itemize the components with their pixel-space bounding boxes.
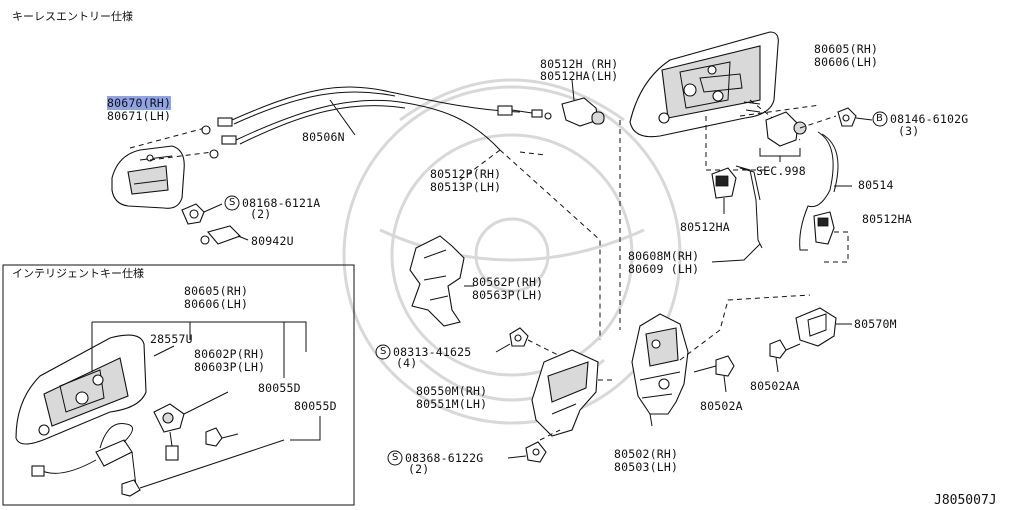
inner-door-handle[interactable] [111,145,185,209]
label-08313[interactable]: 08313-41625 [393,345,472,359]
clip-80512h[interactable] [561,97,605,127]
label-80513p-lh[interactable]: 80513P(LH) [430,180,502,194]
s-mark-08368: S [392,452,399,463]
label-inset-28557u[interactable]: 28557U [150,332,193,346]
label-80563p-lh[interactable]: 80563P(LH) [472,288,544,302]
cable-end-clips [201,117,237,159]
inset-frame [2,264,355,506]
inset-title: インテリジェントキー仕様 [12,267,144,280]
inset-outer-handle[interactable] [15,334,147,445]
label-80609-lh[interactable]: 80609 (LH) [628,262,700,276]
b-symbol-08146 [872,111,888,127]
label-80670-rh-text: 80670(RH) [107,96,172,110]
label-80670-rh[interactable]: 80670(RH) [107,96,172,110]
label-inset-80606-lh[interactable]: 80606(LH) [184,297,249,311]
label-80502-rh[interactable]: 80502(RH) [614,447,679,461]
label-80502aa[interactable]: 80502AA [750,379,800,393]
label-inset-80602p-rh[interactable]: 80602P(RH) [194,347,266,361]
screw-80502a[interactable] [693,355,735,377]
clip-80512ha-right[interactable] [813,211,835,245]
diagram-id: J805007J [934,493,997,508]
inset-28557u[interactable] [31,423,141,497]
label-08368[interactable]: 08368-6122G [405,451,484,465]
label-80512h-rh[interactable]: 80512H (RH) [540,57,619,71]
cover-80550m[interactable] [531,349,599,437]
label-80551m-lh[interactable]: 80551M(LH) [416,397,488,411]
label-08368-qty: (2) [408,462,430,476]
label-08146-qty: (3) [898,124,920,138]
label-80503-lh[interactable]: 80503(LH) [614,460,679,474]
label-80562p-rh[interactable]: 80562P(RH) [472,275,544,289]
label-08313-qty: (4) [396,356,418,370]
s-mark-08168: S [229,197,236,208]
label-80512ha-left[interactable]: 80512HA [680,220,730,234]
outer-door-handle[interactable] [629,31,779,138]
cable-80506n[interactable] [231,86,521,121]
b-mark-08146: B [876,113,883,124]
rod-80514[interactable] [799,131,834,251]
screw-08313[interactable] [509,327,529,347]
inset-key-cylinder[interactable] [153,403,185,461]
s-mark-08313: S [380,346,387,357]
protector-80562p[interactable] [409,235,465,327]
label-sec-998[interactable]: SEC.998 [756,164,806,178]
part-80942u[interactable] [200,225,241,245]
label-inset-80055d-b[interactable]: 80055D [294,399,337,413]
section-title: キーレスエントリー仕様 [12,10,133,23]
leader-inner-handle [129,127,206,149]
label-80506n[interactable]: 80506N [302,130,345,144]
label-80550m-rh[interactable]: 80550M(RH) [416,384,488,398]
label-80502a[interactable]: 80502A [700,399,743,413]
label-inset-80603p-lh[interactable]: 80603P(LH) [194,360,266,374]
label-80606-lh[interactable]: 80606(LH) [814,55,879,69]
screw-08368[interactable] [525,441,547,463]
label-inset-80055d-a[interactable]: 80055D [258,381,301,395]
label-80512p-rh[interactable]: 80512P(RH) [430,167,502,181]
s-symbol-08168 [224,195,240,211]
s-symbol-08368 [387,450,403,466]
s-symbol-08313 [375,344,391,360]
label-80570m[interactable]: 80570M [854,317,897,331]
inset-80055d-screw[interactable] [205,427,239,447]
label-80942u[interactable]: 80942U [251,234,294,248]
clip-80512ha-left[interactable] [711,167,737,199]
label-80608m-rh[interactable]: 80608M(RH) [628,249,700,263]
striker-80570m[interactable] [795,307,837,347]
label-08146[interactable]: 08146-6102G [890,112,969,126]
label-80671-lh[interactable]: 80671(LH) [107,109,172,123]
key-cylinder[interactable] [743,101,807,147]
screw-80502aa[interactable] [769,339,801,359]
label-08168-qty: (2) [250,207,272,221]
label-80512ha-right[interactable]: 80512HA [862,212,912,226]
label-80605-rh[interactable]: 80605(RH) [814,42,879,56]
screw-08168[interactable] [181,203,205,225]
bolt-08146[interactable] [837,107,857,127]
rod-80608m[interactable] [735,165,763,249]
label-80514[interactable]: 80514 [858,178,894,192]
label-08168[interactable]: 08168-6121A [242,196,321,210]
door-lock-80502[interactable] [631,313,689,415]
label-80512ha-lh[interactable]: 80512HA(LH) [540,69,619,83]
label-inset-80605-rh[interactable]: 80605(RH) [184,284,249,298]
